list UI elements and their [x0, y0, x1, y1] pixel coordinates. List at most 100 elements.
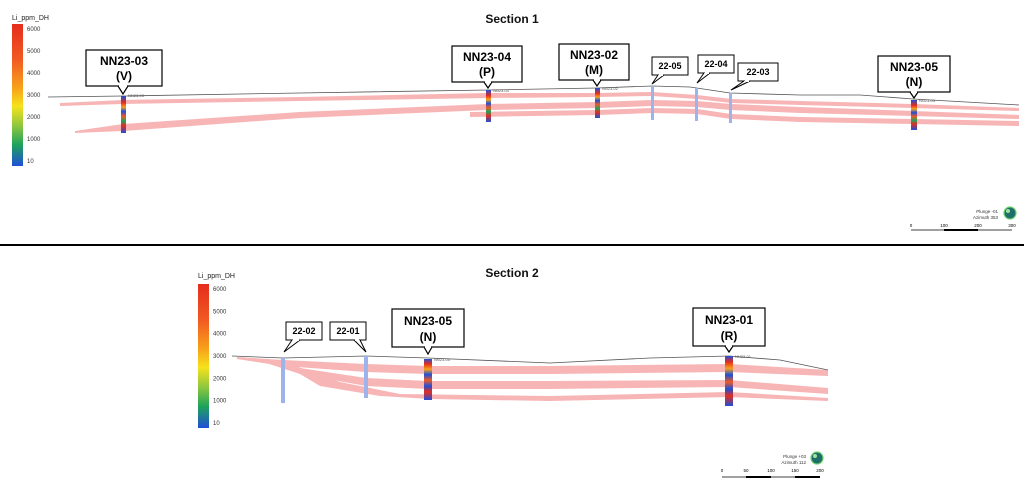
callout-title: NN23-01	[705, 313, 753, 327]
drill-hole-nn23-01	[725, 356, 733, 406]
legend-title: Li_ppm_DH	[12, 15, 49, 22]
drill-holes	[121, 86, 917, 133]
callout-22-01: 22-01	[329, 321, 367, 353]
terrain-profile	[47, 85, 1020, 106]
legend-tick-label: 1000	[27, 137, 41, 143]
callout-nn23-01: NN23-01 (R)	[692, 307, 766, 354]
hole-label: NN23-02	[602, 86, 619, 91]
hole-labels: NN23-05 NN23-01	[434, 354, 752, 362]
scale-tick: 200	[816, 468, 824, 473]
callout-22-05: 22-05	[651, 56, 689, 85]
legend-tick-label: 10	[213, 421, 220, 427]
callout-subtitle: (M)	[585, 63, 603, 77]
drill-holes	[281, 356, 733, 406]
scale-bar: 0 100 200 300	[910, 223, 1016, 231]
hole-label: NN23-05	[919, 98, 936, 103]
drill-hole-nn23-05	[424, 359, 432, 400]
callout-subtitle: (R)	[721, 329, 738, 343]
azimuth-text: Azimuth 353	[973, 215, 999, 220]
callout-title: NN23-05	[404, 314, 452, 328]
hole-label: NN23-01	[735, 354, 752, 359]
callout-title: NN23-03	[100, 54, 148, 68]
legend-ticks: 6000 5000 4000 3000 2000 1000 10	[27, 27, 41, 165]
pegmatite-layer	[470, 108, 1019, 126]
section-1-title: Section 1	[485, 12, 539, 26]
drill-hole-22-05	[651, 86, 654, 120]
section-1-legend: Li_ppm_DH 6000 5000 4000 3000 2000 1000 10	[12, 15, 49, 166]
pegmatite-layers	[237, 357, 828, 401]
callout-22-03: 22-03	[730, 62, 779, 91]
plunge-text: Plunge +03	[783, 454, 806, 459]
legend-ticks: 6000 5000 4000 3000 2000 1000 10	[213, 287, 227, 427]
section-1-panel: Section 1	[0, 0, 1024, 244]
drill-hole-22-01	[364, 356, 368, 398]
callout-title: 22-04	[704, 59, 727, 69]
callout-title: 22-05	[658, 61, 681, 71]
orientation-info: Plunge +03 Azimuth 112	[781, 451, 824, 465]
section-2-panel: Section 2	[0, 248, 1024, 484]
orientation-globe-icon	[1003, 206, 1017, 220]
callout-nn23-03: NN23-03 (V)	[85, 49, 163, 96]
legend-tick-label: 2000	[27, 115, 41, 121]
scale-bar: 0 50 100 150 200	[721, 468, 824, 478]
drill-hole-nn23-05	[911, 100, 917, 130]
hole-label: NN23-05	[434, 357, 451, 362]
callout-title: 22-01	[336, 326, 359, 336]
pegmatite-layer	[260, 359, 828, 394]
callout-title: NN23-04	[463, 50, 511, 64]
pegmatite-layers	[60, 92, 1019, 133]
drill-hole-22-04	[695, 88, 698, 121]
orientation-info: Plunge -01 Azimuth 353	[973, 206, 1017, 220]
section-2-legend: Li_ppm_DH 6000 5000 4000 3000 2000 1000 10	[198, 273, 235, 428]
callout-title: NN23-02	[570, 48, 618, 62]
callout-title: 22-03	[746, 67, 769, 77]
callout-subtitle: (P)	[479, 65, 495, 79]
scale-tick: 0	[721, 468, 724, 473]
callout-22-02: 22-02	[283, 321, 323, 353]
terrain-profile	[231, 355, 829, 371]
legend-tick-label: 3000	[27, 93, 41, 99]
pegmatite-layer	[290, 364, 828, 401]
orientation-globe-highlight	[813, 454, 817, 458]
callout-title: 22-02	[292, 326, 315, 336]
legend-tick-label: 5000	[27, 49, 41, 55]
callout-nn23-04: NN23-04 (P)	[451, 45, 523, 90]
scale-tick: 150	[791, 468, 799, 473]
drill-hole-22-03	[729, 93, 732, 123]
scale-tick: 200	[974, 223, 982, 228]
legend-tick-label: 1000	[213, 399, 227, 405]
hole-labels: NN23-03 NN23-04 NN23-02 NN23-05	[128, 86, 936, 103]
azimuth-text: Azimuth 112	[781, 460, 806, 465]
section-2-title: Section 2	[485, 266, 539, 280]
drill-hole-nn23-03	[121, 96, 126, 133]
hole-label: NN23-04	[493, 88, 510, 93]
callout-subtitle: (N)	[420, 330, 437, 344]
legend-title: Li_ppm_DH	[198, 273, 235, 280]
legend-color-ramp	[198, 284, 209, 428]
scale-tick: 300	[1008, 223, 1016, 228]
legend-tick-label: 10	[27, 159, 34, 165]
legend-tick-label: 4000	[27, 71, 41, 77]
pegmatite-layer	[60, 92, 1019, 111]
orientation-globe-highlight	[1006, 209, 1010, 213]
scale-tick: 0	[910, 223, 913, 228]
callout-title: NN23-05	[890, 60, 938, 74]
callout-nn23-05: NN23-05 (N)	[877, 55, 951, 100]
pegmatite-layer	[237, 357, 828, 376]
drill-hole-nn23-02	[595, 88, 600, 118]
callout-nn23-05-s2: NN23-05 (N)	[391, 308, 465, 356]
legend-tick-label: 2000	[213, 376, 227, 382]
drill-hole-nn23-04	[486, 90, 491, 122]
legend-tick-label: 6000	[213, 287, 227, 293]
legend-color-ramp	[12, 24, 23, 166]
scale-tick: 100	[767, 468, 775, 473]
callout-subtitle: (V)	[116, 69, 132, 83]
legend-tick-label: 6000	[27, 27, 41, 33]
callout-22-04: 22-04	[696, 54, 735, 84]
legend-tick-label: 5000	[213, 309, 227, 315]
legend-tick-label: 4000	[213, 332, 227, 338]
legend-tick-label: 3000	[213, 354, 227, 360]
section-divider	[0, 244, 1024, 246]
drill-hole-22-02	[281, 358, 285, 403]
